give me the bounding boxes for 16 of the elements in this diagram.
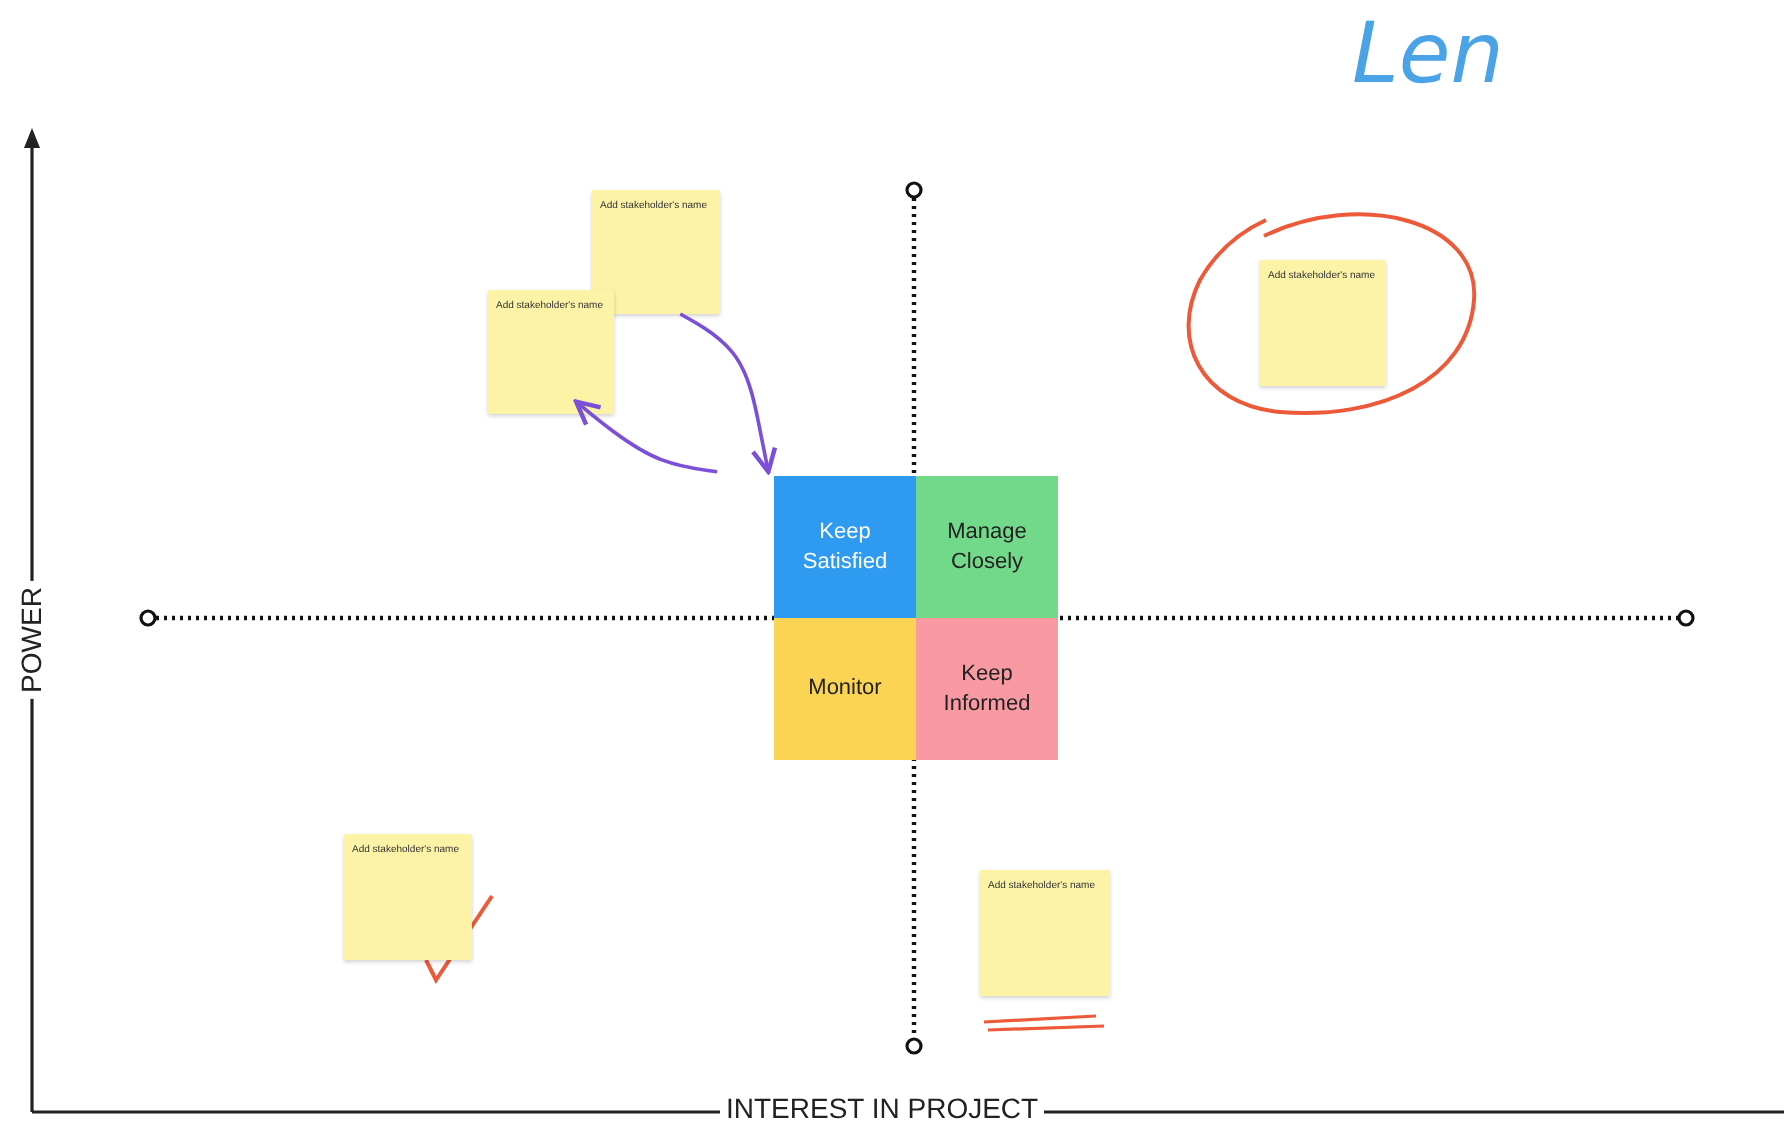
quadrant-tile <box>916 618 1058 760</box>
quadrant-tile <box>774 618 916 760</box>
curved-arrow <box>679 312 778 474</box>
sticky-note <box>980 870 1110 996</box>
sticky-note <box>344 834 472 960</box>
quadrant-label: Manage Closely <box>945 517 1029 577</box>
quadrant-tile <box>916 476 1058 618</box>
quadrant-label: Monitor <box>808 674 882 704</box>
axis-label: INTEREST IN PROJECT <box>720 1092 1045 1124</box>
quadrant-label: Keep Satisfied <box>800 517 890 577</box>
curved-arrow <box>573 399 718 474</box>
sticky-note <box>1260 260 1386 386</box>
quadrant-tile <box>774 476 916 618</box>
quadrant-label: Keep Informed <box>941 659 1033 719</box>
handwritten-signature: Len <box>1352 4 1504 102</box>
sticky-note <box>488 290 614 414</box>
